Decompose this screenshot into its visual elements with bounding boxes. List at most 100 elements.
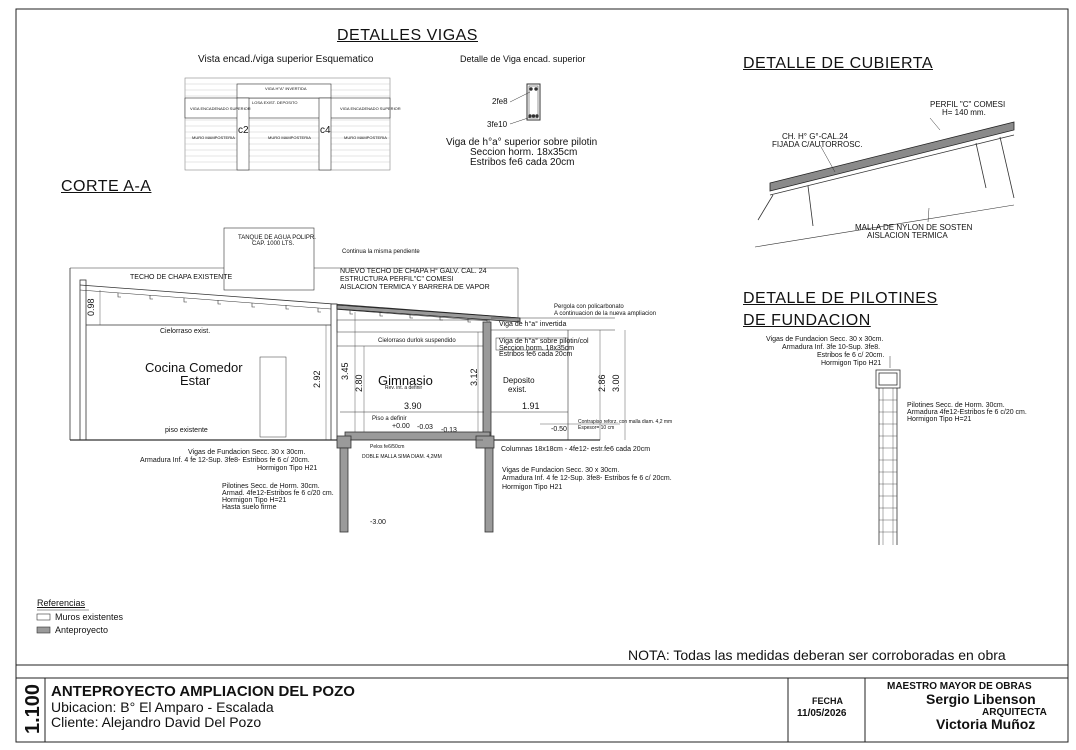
corte-viga-sobre-1: Viga de h°a° sobre pilotin/col xyxy=(499,338,589,345)
dim-286: 2.86 xyxy=(597,374,607,392)
vf-right-3: Hormigon Tipo H21 xyxy=(502,484,563,491)
pl-3: Hormigon Tipo H=21 xyxy=(222,497,287,504)
pl-1: Pilotines Secc. de Horm. 30cm. xyxy=(222,483,320,490)
vista-muro-1: MURO MAMPOSTERIA xyxy=(192,135,235,140)
dim-312: 3.12 xyxy=(469,368,479,386)
vf-left-3: Hormigon Tipo H21 xyxy=(257,465,318,472)
label-2fe8: 2fe8 xyxy=(492,97,508,106)
mmo-label: MAESTRO MAYOR DE OBRAS xyxy=(887,681,1032,692)
corte-tanque-2: CAP. 1000 LTS. xyxy=(252,241,295,247)
corte-pergola-1: Pergola con policarbonato xyxy=(554,304,624,310)
nota-text: NOTA: Todas las medidas deberan ser corr… xyxy=(628,647,1006,663)
dim-300: 3.00 xyxy=(611,374,621,392)
arq-name: Victoria Muñoz xyxy=(936,716,1036,732)
dim-191: 1.91 xyxy=(522,401,540,411)
legend-swatch-existing xyxy=(36,613,51,621)
level-013: -0.13 xyxy=(441,427,457,434)
pl-2: Armad. 4fe12-Estribos fe 6 c/20 cm. xyxy=(222,490,334,497)
corte-contrapiso-2: Espesor= 10 cm xyxy=(578,425,615,431)
viga-line-3: Estribos fe6 cada 20cm xyxy=(470,157,575,168)
corte-cielo-durlok: Cielorraso durlok suspendido xyxy=(378,338,456,344)
vista-label-right: VIGA ENCADENADO SUPERIOR xyxy=(340,106,401,111)
vista-label-top: VIGA H°A° INVERTIDA xyxy=(265,86,307,91)
room-gimnasio: Gimnasio xyxy=(378,373,433,388)
room-deposito-2: exist. xyxy=(508,385,527,394)
project-title: ANTEPROYECTO AMPLIACION DEL POZO xyxy=(51,683,355,700)
corte-piso-exist: piso existente xyxy=(165,427,208,434)
vista-label-center: LOSA EXIST. DEPOSITO xyxy=(252,100,298,105)
level-003: -0.03 xyxy=(417,424,433,431)
room-rev: Rev. int. a definir xyxy=(385,385,423,391)
corte-piso-def: Piso a definir xyxy=(372,416,407,422)
fecha-value: 11/05/2026 xyxy=(797,708,847,719)
arq-label: ARQUITECTA xyxy=(982,707,1047,718)
corte-nuevo-1: NUEVO TECHO DE CHAPA H° GALV. CAL. 24 xyxy=(340,268,487,275)
scale-label: 1.100 xyxy=(22,683,44,734)
dim-390: 3.90 xyxy=(404,401,422,411)
pil-pil-1: Pilotines Secc. de Horm. 30cm. xyxy=(907,402,1005,409)
cubierta-malla-1: MALLA DE NYLON DE SOSTEN xyxy=(855,223,973,232)
title-detalle-cubierta: DETALLE DE CUBIERTA xyxy=(743,55,933,72)
level-050: -0.50 xyxy=(551,426,567,433)
cubierta-chapa-2: FIJADA C/AUTORROSC. xyxy=(772,140,863,149)
vf-right-2: Armadura Inf. 4 fe 12-Sup. 3fe8- Estribo… xyxy=(502,475,672,482)
legend-swatch-anteproyecto xyxy=(36,626,51,634)
cubierta-chapa-1: CH. H° G°-CAL.24 xyxy=(782,132,848,141)
corte-nuevo-2: ESTRUCTURA PERFIL"C" COMESI xyxy=(340,276,454,283)
corte-pelos: Pelos fe6/50cm xyxy=(370,444,405,450)
corte-viga-sobre-2: Seccion horm. 18x35cm xyxy=(499,345,575,352)
corte-columnas: Columnas 18x18cm - 4fe12- estr.fe6 cada … xyxy=(501,446,651,453)
cubierta-perfil-2: H= 140 mm. xyxy=(942,108,986,117)
room-deposito-1: Deposito xyxy=(503,376,535,385)
room-cocina-1: Cocina Comedor xyxy=(145,360,243,375)
project-cliente: Cliente: Alejandro David Del Pozo xyxy=(51,714,262,730)
vf-left-1: Vigas de Fundacion Secc. 30 x 30cm. xyxy=(188,449,306,456)
vf-left-2: Armadura Inf. 4 fe 12-Sup. 3fe8- Estribo… xyxy=(140,457,310,464)
pilotin-sketch xyxy=(875,356,901,545)
legend-item-existing: Muros existentes xyxy=(55,612,124,622)
legend-item-anteproyecto: Anteproyecto xyxy=(55,625,109,635)
title-detalles-vigas: DETALLES VIGAS xyxy=(337,27,478,44)
legend-title: Referencias xyxy=(37,598,86,608)
label-c4: c4 xyxy=(320,125,331,136)
project-ubicacion: Ubicacion: B° El Amparo - Escalada xyxy=(51,699,274,715)
cubierta-perfil-1: PERFIL "C" COMESI xyxy=(930,100,1006,109)
corte-cielo-exist: Cielorraso exist. xyxy=(160,328,211,335)
label-3fe10: 3fe10 xyxy=(487,120,508,129)
corte-pergola-2: A continuacion de la nueva ampliacion xyxy=(554,311,657,317)
vista-muro-2: MURO MAMPOSTERIA xyxy=(268,135,311,140)
pil-pil-2: Armadura 4fe12-Estribos fe 6 c/20 cm. xyxy=(907,409,1027,416)
corte-techo-exist: TECHO DE CHAPA EXISTENTE xyxy=(130,274,233,281)
dim-292: 2.92 xyxy=(312,370,322,388)
vista-encadenado-sketch xyxy=(184,77,391,171)
corte-viga-sobre-3: Estribos fe6 cada 20cm xyxy=(499,351,573,358)
viga-line-1: Viga de h°a° superior sobre pilotin xyxy=(446,137,598,148)
cubierta-sketch xyxy=(754,117,1015,248)
fecha-label: FECHA xyxy=(812,696,843,706)
corte-nuevo-3: AISLACION TERMICA Y BARRERA DE VAPOR xyxy=(340,284,490,291)
cubierta-malla-2: AISLACION TERMICA xyxy=(867,231,948,240)
room-cocina-2: Estar xyxy=(180,373,211,388)
level-000: +0.00 xyxy=(392,423,410,430)
title-pilotines-2: DE FUNDACION xyxy=(743,312,871,329)
pil-vigas-2: Armadura Inf. 3fe 10-Sup. 3fe8. xyxy=(782,344,881,351)
dim-280: 2.80 xyxy=(354,374,364,392)
viga-section-sketch xyxy=(509,83,541,125)
level-300: -3.00 xyxy=(370,519,386,526)
label-c2: c2 xyxy=(238,125,249,136)
corte-tanque-1: TANQUE DE AGUA POLIPR. xyxy=(238,235,316,241)
corte-doble-malla: DOBLE MALLA SIMA DIAM. 4,2MM xyxy=(362,454,442,460)
dim-098: 0.98 xyxy=(86,298,96,316)
title-pilotines-1: DETALLE DE PILOTINES xyxy=(743,290,938,307)
vista-muro-3: MURO MAMPOSTERIA xyxy=(344,135,387,140)
pil-vigas-1: Vigas de Fundacion Secc. 30 x 30cm. xyxy=(766,336,884,343)
viga-line-2: Seccion horm. 18x35cm xyxy=(470,147,578,158)
vf-right-1: Vigas de Fundacion Secc. 30 x 30cm. xyxy=(502,467,620,474)
corte-continua: Continua la misma pendiente xyxy=(342,249,420,255)
corte-section-lines xyxy=(69,227,626,533)
corte-contrapiso-1: Contrapiso reforz. con malla diam. 4,2 m… xyxy=(578,419,673,425)
pl-4: Hasta suelo firme xyxy=(222,504,277,511)
corte-viga-inv: Viga de h°a° invertida xyxy=(499,321,567,328)
